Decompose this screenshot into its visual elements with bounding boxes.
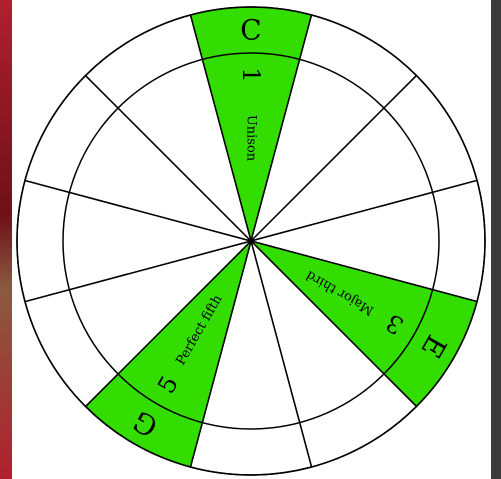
sector-note-label: C (240, 14, 261, 47)
sector-degree-number: 1 (237, 67, 265, 82)
sector-interval-label: Unison (244, 115, 259, 162)
